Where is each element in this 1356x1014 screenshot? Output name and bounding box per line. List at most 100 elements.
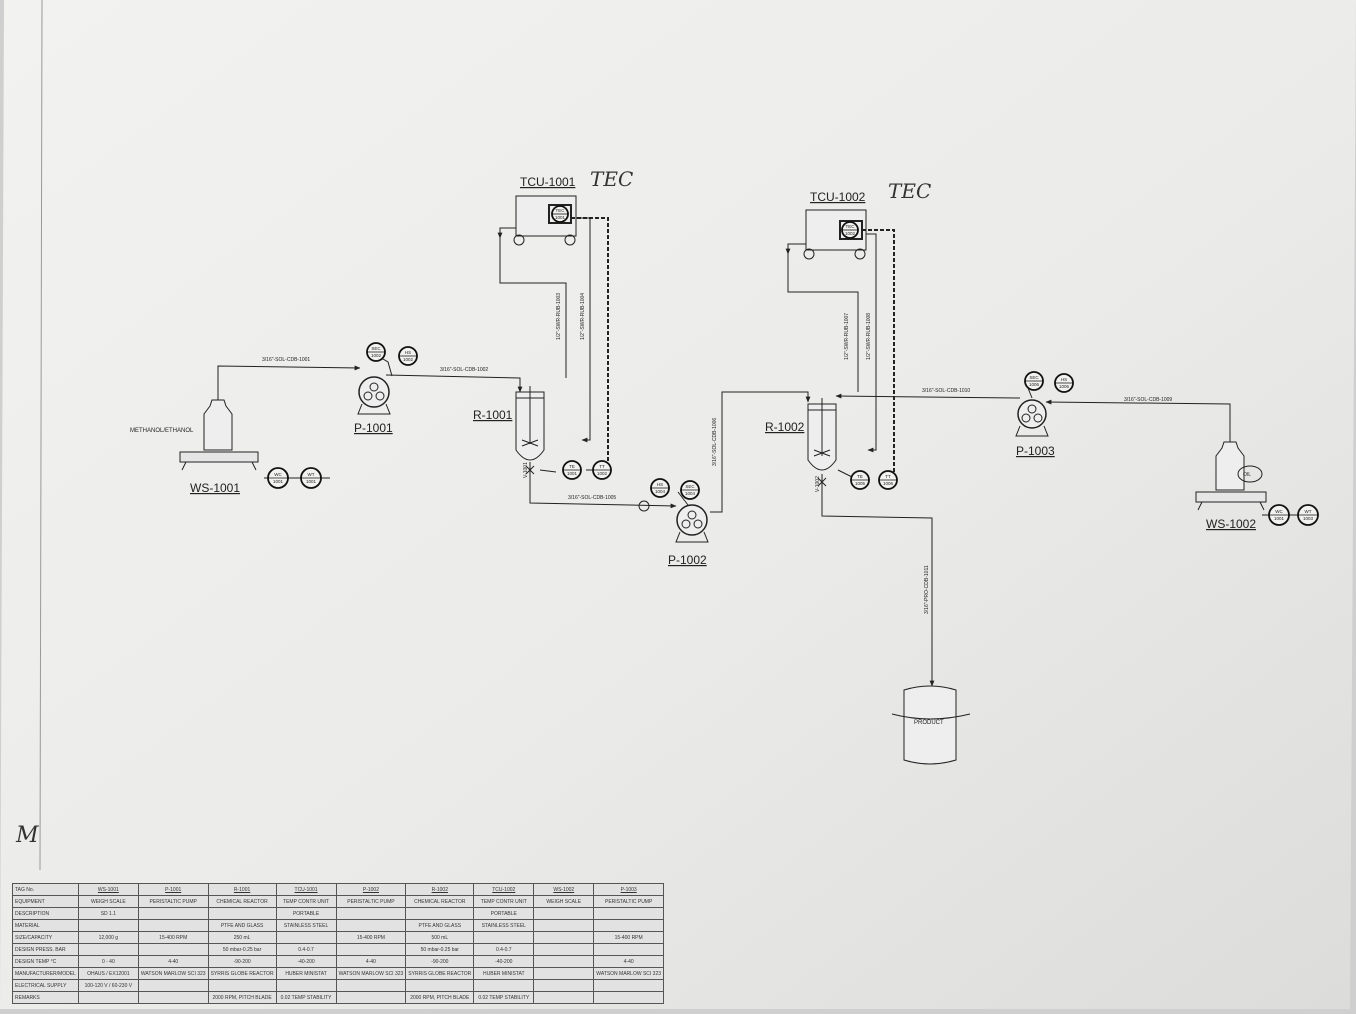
table-cell: TCU-1002 (473, 883, 535, 896)
table-cell: 0.02 TEMP STABILITY (275, 991, 337, 1004)
table-cell (533, 967, 595, 980)
instrument-text: 1002 (845, 231, 856, 236)
row-header: SIZE/CAPACITY (12, 931, 79, 944)
instrument-text: 1006 (1029, 382, 1040, 387)
table-cell: PORTABLE (473, 907, 535, 920)
line-1001 (217, 365, 361, 405)
instrument-text: SEC (1029, 375, 1039, 380)
table-cell: 50 mbar-0.25 bar (405, 943, 475, 956)
row-header: TAG No. (12, 883, 79, 896)
instrument-text: 1002 (371, 353, 382, 358)
table-cell: WEIGH SCALE (77, 895, 139, 908)
table-cell: 4-40 (137, 955, 209, 968)
table-cell: 50 mbar-0.25 bar (207, 943, 277, 956)
table-cell: PERISTALTIC PUMP (137, 895, 209, 908)
instrument-text: 1001 (555, 215, 566, 220)
table-cell (207, 979, 277, 992)
instrument-text: TT (885, 474, 891, 479)
line-1006 (710, 391, 811, 513)
table-cell: 12,000 g (77, 931, 139, 944)
table-cell: -40-200 (275, 955, 337, 968)
table-cell (137, 919, 209, 932)
table-cell: P-1003 (593, 883, 665, 896)
table-cell: STAINLESS STEEL (275, 919, 337, 932)
table-cell (77, 943, 139, 956)
instrument-text: TEC (556, 208, 566, 213)
table-cell (533, 907, 595, 920)
pump-p-1001 (357, 376, 391, 415)
product-label: PRODUCT (914, 720, 944, 726)
tag-ws-1001: WS-1001 (190, 481, 240, 495)
table-cell: STAINLESS STEEL (473, 919, 535, 932)
instrument-text: 1005 (855, 481, 866, 486)
table-cell (335, 979, 407, 992)
tag-p-1003: P-1003 (1016, 444, 1055, 458)
instrument-text: 1006 (1059, 384, 1070, 389)
table-cell: 0 - 40 (77, 955, 139, 968)
feed-label: METHANOL/ETHANOL (130, 428, 194, 434)
table-cell: 100-120 V / 60-230 V (77, 979, 139, 992)
table-cell: R-1001 (207, 883, 277, 896)
table-cell (473, 931, 535, 944)
table-cell: 15-400 RPM (137, 931, 209, 944)
table-cell (593, 991, 665, 1004)
line-1005 (529, 478, 677, 509)
instrument-text: 1001 (273, 479, 284, 484)
row-header: MANUFACTURER/MODEL (12, 967, 79, 980)
row-header: DESIGN TEMP °C (12, 955, 79, 968)
table-cell: PERISTALTIC PUMP (593, 895, 665, 908)
table-cell: SYRRIS GLOBE REACTOR (207, 967, 277, 980)
row-header: DESCRIPTION (12, 907, 79, 920)
labels: TCU-1001 TCU-1002 P-1001 P-1002 P-1003 R… (15, 167, 1256, 848)
line-1009 (1045, 399, 1231, 450)
table-cell: WATSON MARLOW SCI 323 (335, 967, 407, 980)
table-cell (593, 919, 665, 932)
table-cell: SYRRIS GLOBE REACTOR (405, 967, 475, 980)
table-cell (533, 931, 595, 944)
line-label-1011: 3/16"-PRO-CDB-1011 (924, 565, 930, 614)
reactor-r-1001 (515, 386, 545, 478)
valve-v-1001: V-1001 (523, 462, 529, 478)
feed-bottle (179, 399, 259, 471)
line-1010 (835, 393, 1021, 399)
table-cell (77, 991, 139, 1004)
line-1007 (787, 243, 859, 392)
table-cell (207, 907, 277, 920)
table-cell: 0.4-0.7 (473, 943, 535, 956)
tag-tcu-1001: TCU-1001 (520, 175, 576, 189)
table-cell (533, 955, 595, 968)
instrument-text: SEC (371, 346, 381, 351)
tag-p-1001: P-1001 (354, 421, 393, 435)
paper-fold-line (39, 0, 43, 871)
table-cell: 15-400 RPM (593, 931, 665, 944)
table-cell (533, 943, 595, 956)
row-header: MATERIAL (12, 919, 79, 932)
table-cell: TEMP CONTR UNIT (473, 895, 535, 908)
line-label-1002: 3/16"-SOL-CDB-1002 (440, 367, 488, 373)
table-cell (137, 979, 209, 992)
instrument-tec1001: TEC 1001 (551, 205, 569, 223)
table-cell: 4-40 (335, 955, 407, 968)
table-cell (473, 979, 535, 992)
table-cell: WS-1001 (77, 883, 139, 896)
table-cell: 0.02 TEMP STABILITY (473, 991, 535, 1004)
instrument-text: 1002 (403, 357, 414, 362)
instrument-text: HS (657, 482, 663, 487)
table-cell: PTFE AND GLASS (207, 919, 277, 932)
instrument-text: 1006 (883, 481, 894, 486)
instrument-text: SEC (685, 484, 695, 489)
table-cell (593, 943, 665, 956)
table-cell: PTFE AND GLASS (405, 919, 475, 932)
line-1002 (385, 374, 523, 393)
